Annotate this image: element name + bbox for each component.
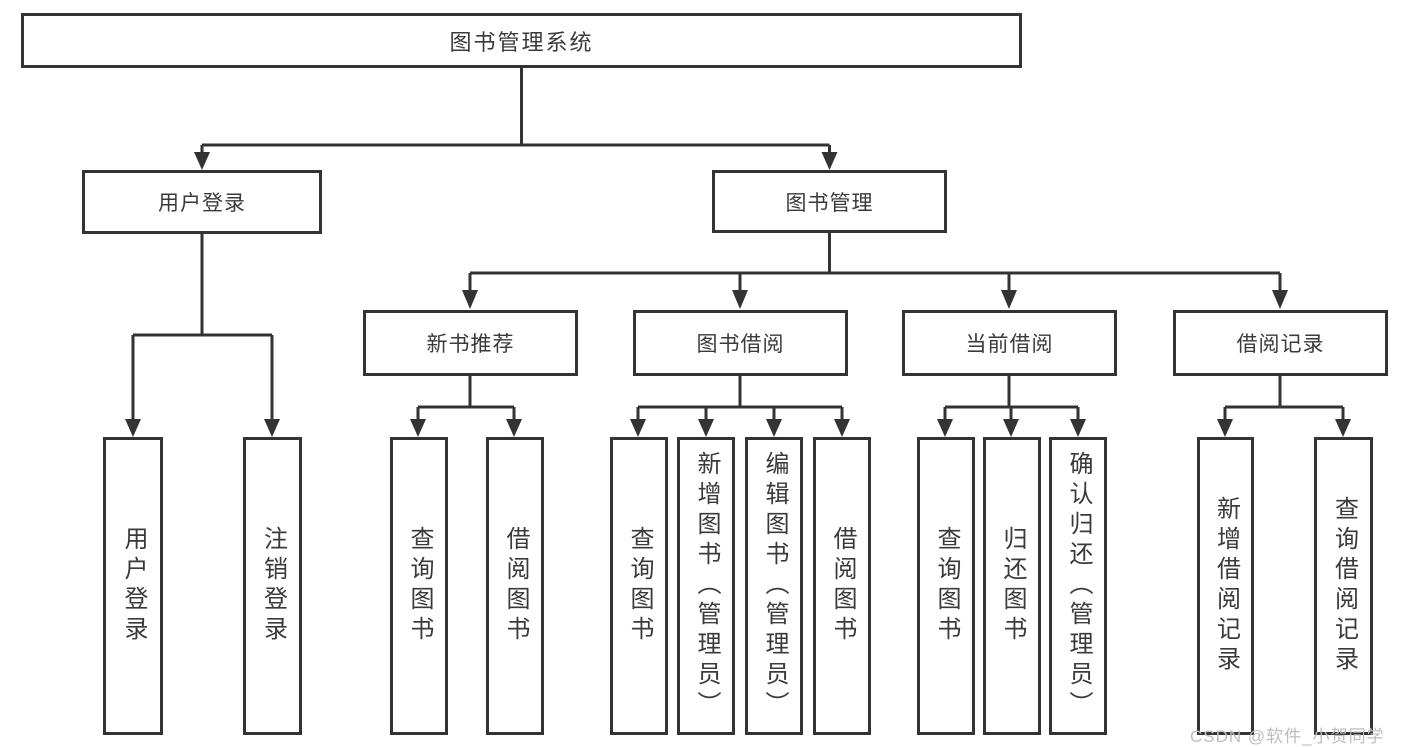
node-user-login: 用户登录: [82, 170, 322, 234]
node-label: 确认归还（管理员）: [1065, 451, 1092, 721]
node-label: 用户登录: [120, 526, 147, 646]
arrowheads-book-management-children: [462, 290, 1288, 309]
node-label: 编辑图书（管理员）: [761, 451, 788, 721]
leaf-query-books-borrow: 查询图书: [610, 437, 668, 735]
arrowheads-borrow-records-children: [1217, 419, 1351, 437]
node-label: 新书推荐: [426, 333, 515, 356]
node-new-book-recommendation: 新书推荐: [363, 310, 578, 376]
leaf-borrow-books-recommend: 借阅图书: [486, 437, 544, 735]
leaf-edit-books-admin: 编辑图书（管理员）: [745, 437, 803, 735]
node-label: 借阅图书: [502, 526, 529, 646]
node-book-management: 图书管理: [712, 170, 947, 233]
node-label: 归还图书: [999, 526, 1026, 646]
leaf-query-borrow-record: 查询借阅记录: [1314, 437, 1373, 735]
node-label: 查询图书: [406, 526, 433, 646]
node-label: 借阅记录: [1236, 333, 1325, 356]
arrowheads-current-borrow-children: [937, 419, 1086, 437]
connector-book-borrow-children: [636, 375, 844, 420]
node-label: 新增借阅记录: [1212, 496, 1240, 676]
node-label: 借阅图书: [829, 526, 856, 646]
node-label: 当前借阅: [965, 333, 1054, 356]
node-label: 查询图书: [626, 526, 653, 646]
leaf-add-borrow-record: 新增借阅记录: [1197, 437, 1254, 735]
connector-borrow-records-children: [1223, 375, 1345, 420]
leaf-confirm-return-admin: 确认归还（管理员）: [1049, 437, 1107, 735]
connector-root-to-level2: [200, 68, 831, 153]
node-label: 查询借阅记录: [1330, 496, 1358, 676]
csdn-watermark: CSDN @软件_小贺同学: [1190, 727, 1385, 746]
node-label: 图书借阅: [696, 333, 785, 356]
connector-user-login-children: [131, 234, 274, 420]
node-label: 注销登录: [259, 526, 287, 646]
node-book-borrowing: 图书借阅: [633, 310, 848, 376]
connector-book-management-children: [468, 233, 1282, 291]
node-label: 图书管理: [785, 191, 874, 215]
node-borrowing-records: 借阅记录: [1173, 310, 1388, 376]
leaf-query-books-current: 查询图书: [917, 437, 975, 735]
arrowheads-book-borrow-children: [630, 419, 850, 437]
connector-current-borrow-children: [943, 375, 1080, 420]
connector-new-book-children: [416, 375, 516, 420]
arrowheads-level2: [194, 152, 838, 170]
leaf-return-books: 归还图书: [983, 437, 1041, 735]
arrowheads-new-book-children: [410, 419, 522, 437]
leaf-borrow-books: 借阅图书: [813, 437, 871, 735]
leaf-query-books-recommend: 查询图书: [390, 437, 448, 735]
node-label: 查询图书: [933, 526, 960, 646]
leaf-user-login: 用户登录: [103, 437, 163, 735]
node-label: 图书管理系统: [449, 29, 594, 55]
arrowheads-user-login-children: [125, 419, 280, 437]
node-library-management-system: 图书管理系统: [21, 13, 1022, 68]
node-label: 用户登录: [158, 192, 246, 215]
leaf-logout: 注销登录: [243, 437, 302, 735]
node-label: 新增图书（管理员）: [693, 451, 720, 721]
node-current-borrowing: 当前借阅: [902, 310, 1117, 376]
leaf-add-books-admin: 新增图书（管理员）: [677, 437, 735, 735]
